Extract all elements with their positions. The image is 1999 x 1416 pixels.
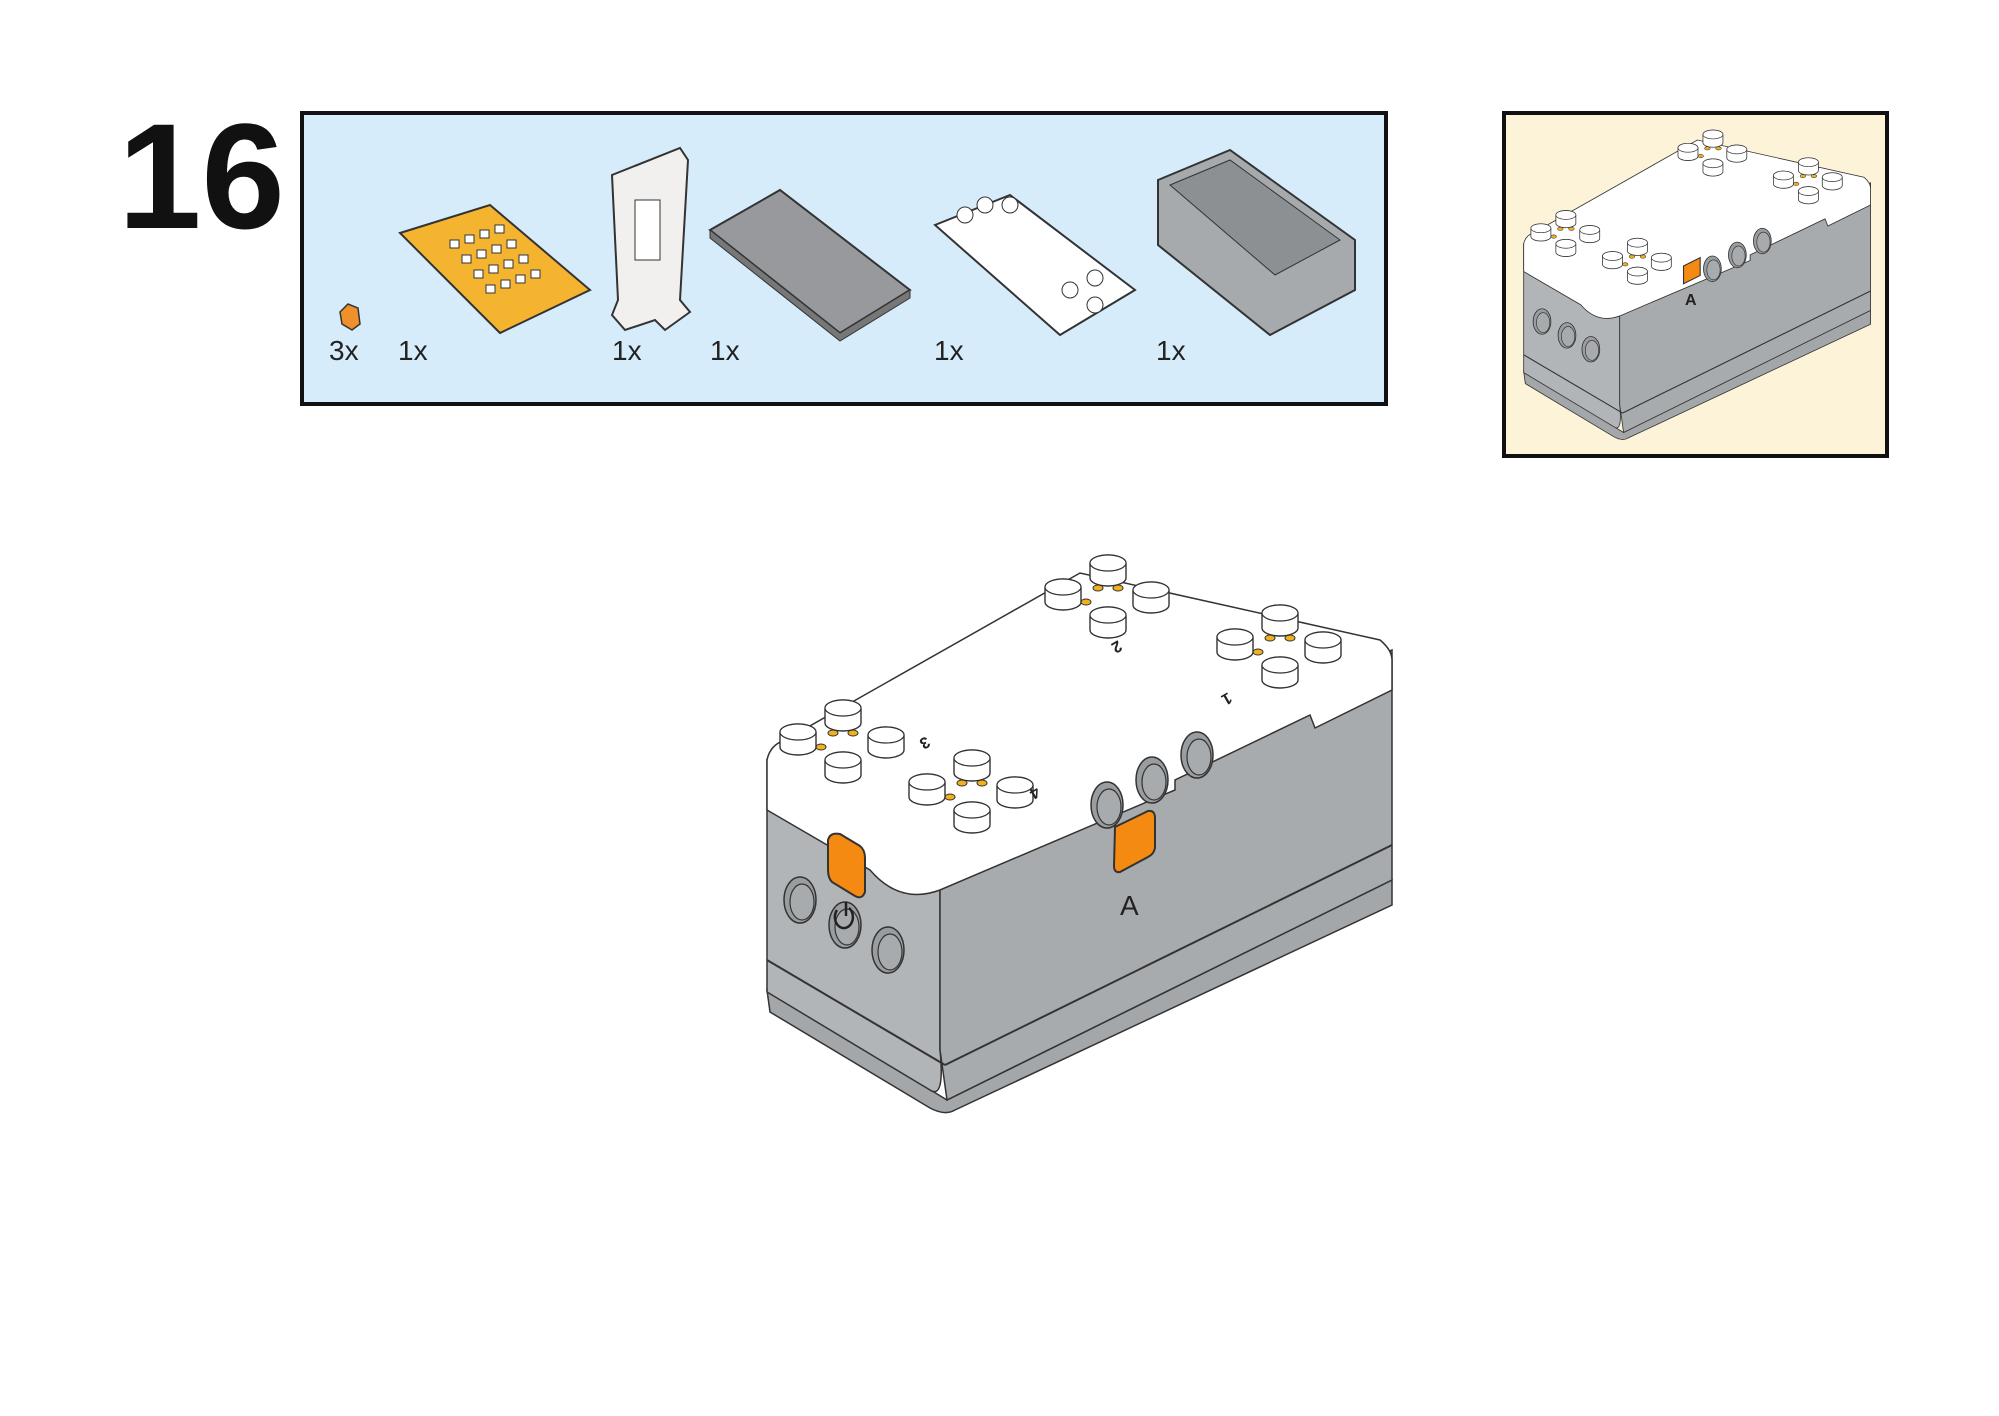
port-a-indicator xyxy=(1112,809,1156,874)
part-orange-pin xyxy=(339,303,361,331)
assembled-hub: A 2 1 3 4 xyxy=(767,555,1392,1113)
callout-port-a-label: A xyxy=(1685,292,1697,309)
port-a-label: A xyxy=(1120,890,1139,921)
part-circuit-board xyxy=(708,188,912,342)
part-qty-orange-led-plate: 1x xyxy=(398,335,428,366)
part-qty-white-top-cover: 1x xyxy=(934,335,964,366)
part-orange-led-plate xyxy=(398,203,592,335)
step-number: 16 xyxy=(118,92,285,260)
part-frame-bracket xyxy=(610,146,692,332)
power-icon xyxy=(833,902,855,930)
power-button xyxy=(827,832,866,899)
part-gray-housing xyxy=(1157,148,1356,337)
parts-list-panel: 3x 1x 1x 1x 1x 1x xyxy=(300,111,1388,406)
part-qty-orange-pin: 3x xyxy=(329,335,359,366)
part-qty-gray-housing: 1x xyxy=(1156,335,1186,366)
part-qty-circuit-board: 1x xyxy=(710,335,740,366)
part-white-top-cover xyxy=(933,193,1137,337)
result-callout: A xyxy=(1502,111,1889,458)
part-qty-frame-bracket: 1x xyxy=(612,335,642,366)
